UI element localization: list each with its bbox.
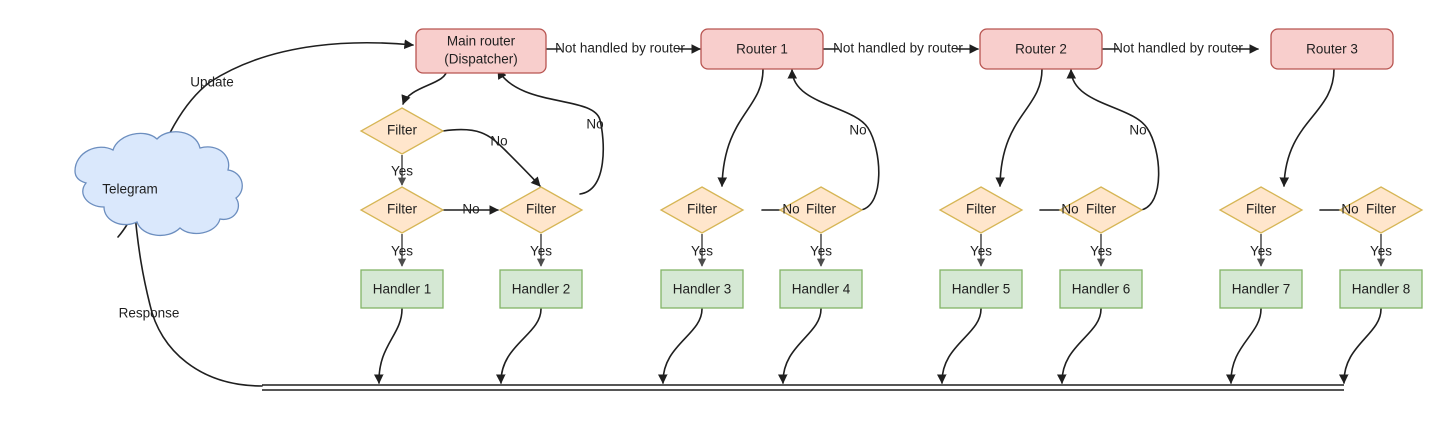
- handler-7-label: Handler 7: [1232, 282, 1291, 297]
- edge-label-not-handled-2: Not handled by router: [833, 41, 963, 56]
- node-filter-7[interactable]: Filter: [1058, 186, 1144, 234]
- node-handler-5[interactable]: Handler 5: [939, 269, 1023, 309]
- edge-label-no-main-top: No: [586, 117, 603, 132]
- edge-router1-to-filter4: [717, 68, 764, 187]
- main-router-label-line1: Main router: [447, 34, 516, 49]
- filter-8-label: Filter: [1246, 202, 1277, 217]
- edge-label-no-r1-row: No: [782, 202, 799, 217]
- edge-handler1-to-bus: [373, 308, 403, 384]
- node-router-3[interactable]: Router 3: [1270, 28, 1394, 70]
- edge-label-no-r3-row: No: [1341, 202, 1358, 217]
- node-telegram-cloud[interactable]: Telegram: [74, 131, 243, 236]
- node-handler-1[interactable]: Handler 1: [360, 269, 444, 309]
- edge-label-yes-8: Yes: [1250, 244, 1272, 259]
- handler-8-label: Handler 8: [1352, 282, 1411, 297]
- node-main-router[interactable]: Main router (Dispatcher): [415, 28, 547, 74]
- node-handler-8[interactable]: Handler 8: [1339, 269, 1423, 309]
- node-filter-8[interactable]: Filter: [1218, 186, 1304, 234]
- handler-2-label: Handler 2: [512, 282, 571, 297]
- node-filter-6[interactable]: Filter: [938, 186, 1024, 234]
- edge-label-yes-7: Yes: [1090, 244, 1112, 259]
- router-1-label: Router 1: [736, 42, 788, 57]
- filter-6-label: Filter: [966, 202, 997, 217]
- edge-label-no-r2-top: No: [1129, 123, 1146, 138]
- edge-filter7-no-to-router2: [1066, 69, 1160, 211]
- handler-3-label: Handler 3: [673, 282, 732, 297]
- edge-filter1-no-to-filter3: [442, 128, 541, 187]
- node-handler-3[interactable]: Handler 3: [660, 269, 744, 309]
- edge-label-yes-9: Yes: [1370, 244, 1392, 259]
- response-bus: [262, 384, 1344, 391]
- edge-handler3-to-bus: [657, 308, 703, 384]
- handler-1-label: Handler 1: [373, 282, 432, 297]
- filter-7-label: Filter: [1086, 202, 1117, 217]
- filter-9-label: Filter: [1366, 202, 1397, 217]
- node-handler-7[interactable]: Handler 7: [1219, 269, 1303, 309]
- filter-5-label: Filter: [806, 202, 837, 217]
- node-router-1[interactable]: Router 1: [700, 28, 824, 70]
- edge-handler6-to-bus: [1056, 308, 1102, 384]
- node-handler-2[interactable]: Handler 2: [499, 269, 583, 309]
- node-filter-2[interactable]: Filter: [359, 186, 445, 234]
- node-filter-9[interactable]: Filter: [1338, 186, 1424, 234]
- edge-label-no-r1-top: No: [849, 123, 866, 138]
- node-filter-3[interactable]: Filter: [498, 186, 584, 234]
- main-router-label-line2: (Dispatcher): [444, 52, 518, 67]
- edge-label-yes-5: Yes: [810, 244, 832, 259]
- edge-label-no-main-row: No: [462, 202, 479, 217]
- node-filter-4[interactable]: Filter: [659, 186, 745, 234]
- edge-label-no-r2-row: No: [1061, 202, 1078, 217]
- node-router-2[interactable]: Router 2: [979, 28, 1103, 70]
- edge-handler7-to-bus: [1225, 308, 1262, 384]
- node-handler-4[interactable]: Handler 4: [779, 269, 863, 309]
- edge-label-yes-2: Yes: [391, 244, 413, 259]
- edge-label-yes-4: Yes: [691, 244, 713, 259]
- edge-handler4-to-bus: [777, 308, 822, 384]
- filter-3-label: Filter: [526, 202, 557, 217]
- edge-router2-to-filter6: [995, 68, 1043, 187]
- telegram-label: Telegram: [102, 182, 158, 197]
- edge-label-yes-6: Yes: [970, 244, 992, 259]
- edge-router3-to-filter8: [1279, 68, 1335, 187]
- node-filter-5[interactable]: Filter: [778, 186, 864, 234]
- router-3-label: Router 3: [1306, 42, 1358, 57]
- edge-response: [129, 203, 263, 387]
- edge-filter5-no-to-router1: [787, 69, 880, 211]
- handler-6-label: Handler 6: [1072, 282, 1131, 297]
- handler-5-label: Handler 5: [952, 282, 1011, 297]
- filter-2-label: Filter: [387, 202, 418, 217]
- edge-label-update: Update: [190, 75, 234, 90]
- router-2-label: Router 2: [1015, 42, 1067, 57]
- edge-label-not-handled-1: Not handled by router: [555, 41, 685, 56]
- edge-main-to-filter1: [401, 68, 448, 105]
- edge-label-response: Response: [119, 306, 180, 321]
- edge-label-yes-1: Yes: [391, 164, 413, 179]
- edge-label-no-main-mid: No: [490, 134, 507, 149]
- filter-1-label: Filter: [387, 123, 418, 138]
- node-handler-6[interactable]: Handler 6: [1059, 269, 1143, 309]
- edge-handler2-to-bus: [495, 308, 542, 384]
- handler-4-label: Handler 4: [792, 282, 851, 297]
- edge-filter2-no-to-main: [497, 69, 604, 195]
- edge-label-yes-3: Yes: [530, 244, 552, 259]
- edge-label-not-handled-3: Not handled by router: [1113, 41, 1243, 56]
- filter-4-label: Filter: [687, 202, 718, 217]
- edge-handler8-to-bus: [1338, 308, 1382, 384]
- node-filter-1[interactable]: Filter: [359, 107, 445, 155]
- edge-handler5-to-bus: [936, 308, 982, 384]
